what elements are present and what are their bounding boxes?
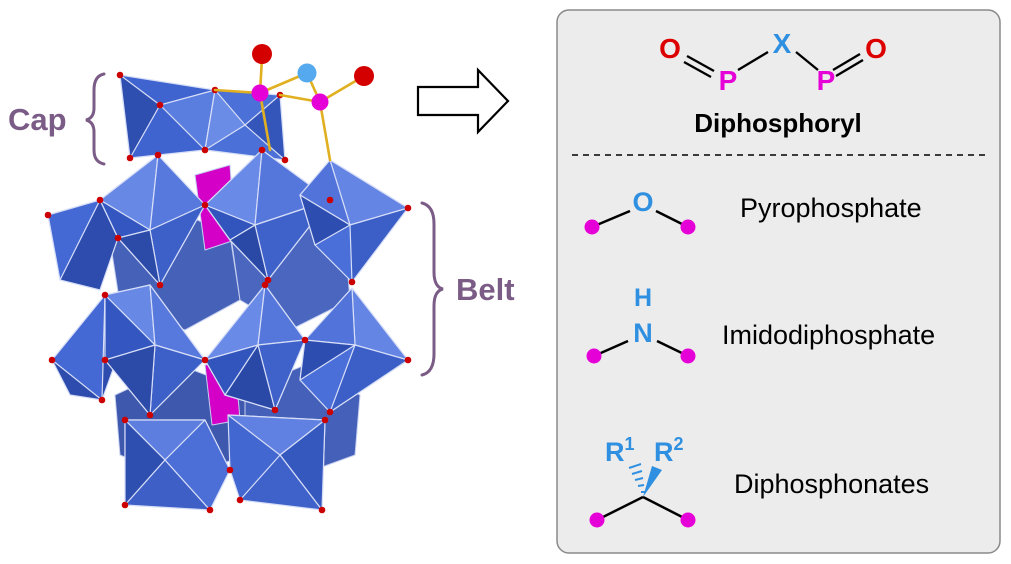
pyrophosphate-atom: O (632, 187, 653, 217)
belt-lower-octahedra (51, 284, 409, 416)
formula-x: X (773, 28, 792, 59)
cap-brace (85, 72, 106, 166)
bottom-octahedra (124, 414, 326, 511)
belt-brace (420, 201, 444, 377)
r2-superscript: 2 (674, 434, 684, 454)
r2-letter: R (654, 437, 674, 467)
bridge-imidodiphosphate: H N Imidodiphosphate (586, 284, 935, 364)
polyoxometalate-cluster (44, 44, 412, 514)
hollow-right-arrow-icon (416, 67, 510, 135)
formula-o-left: O (659, 33, 681, 64)
formula-p-left: P (719, 65, 738, 96)
bridge-diphosphonates: R1 R2 Diphosphonates (589, 434, 929, 528)
imidodiphosphate-name: Imidodiphosphate (722, 320, 935, 350)
pyrophosphate-name: Pyrophosphate (740, 193, 922, 223)
bridge-pyrophosphate: O Pyrophosphate (584, 187, 922, 235)
panel-background (556, 9, 1001, 554)
r1-superscript: 1 (625, 434, 635, 454)
imido-n-atom: N (633, 318, 653, 348)
belt-label: Belt (456, 272, 515, 307)
r1-letter: R (605, 437, 625, 467)
imido-h-atom: H (634, 284, 652, 312)
diphosphoryl-formula: O P X P O (659, 28, 887, 96)
capping-ligand (213, 44, 374, 162)
diphosphonates-name: Diphosphonates (734, 469, 929, 499)
formula-o-right: O (865, 33, 887, 64)
belt-annotation: Belt (420, 201, 515, 377)
cap-octahedra (119, 74, 286, 161)
r1-group: R1 (605, 434, 635, 467)
cap-annotation: Cap (8, 72, 106, 166)
panel-title: Diphosphoryl (694, 108, 862, 138)
cap-label: Cap (8, 102, 67, 137)
ligand-panel: O P X P O Diphosphoryl O Pyrophosphate H… (556, 9, 1001, 554)
formula-p-right: P (817, 65, 836, 96)
oxygen-vertices (44, 71, 412, 514)
belt-upper-octahedra (47, 149, 409, 291)
r2-group: R2 (654, 434, 684, 467)
